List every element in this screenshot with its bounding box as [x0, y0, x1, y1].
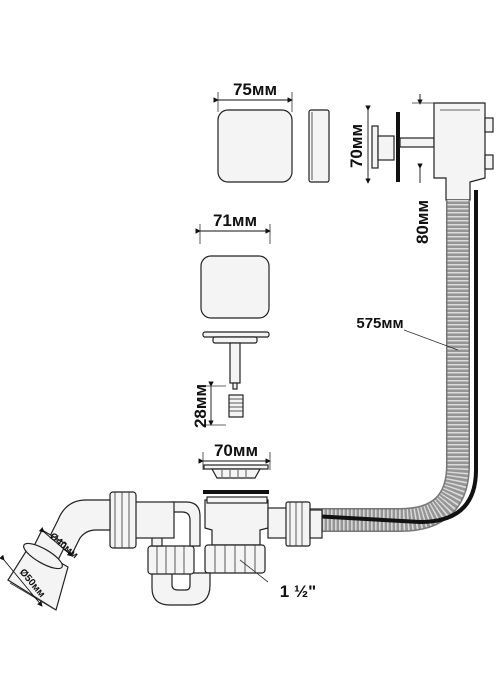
- flex-hose: 575мм: [239, 190, 478, 532]
- overflow-cap-side: [308, 109, 330, 183]
- overflow-body: 70мм 80мм: [347, 94, 494, 244]
- threaded-stem: 28мм: [191, 381, 244, 428]
- overflow-cap-front: 75мм: [213, 80, 293, 183]
- siphon-assembly: [7, 491, 323, 611]
- stem-length-label: 28мм: [191, 384, 210, 428]
- strainer: 70мм: [198, 441, 271, 494]
- overflow-cap-plate: [217, 109, 293, 183]
- plug-cap: 71мм: [195, 211, 271, 319]
- overflow-depth-label: 80мм: [413, 200, 432, 244]
- thread-size: 1 ½": [239, 559, 316, 601]
- strainer-width-label: 70мм: [214, 441, 258, 460]
- plug-cap-width-label: 71мм: [213, 211, 257, 230]
- thread-size-label: 1 ½": [280, 582, 316, 601]
- plug-stem: [202, 331, 270, 390]
- cap-height-label: 70мм: [347, 124, 366, 168]
- cap-width-label: 75мм: [233, 80, 277, 99]
- hose-length-label: 575мм: [356, 315, 403, 332]
